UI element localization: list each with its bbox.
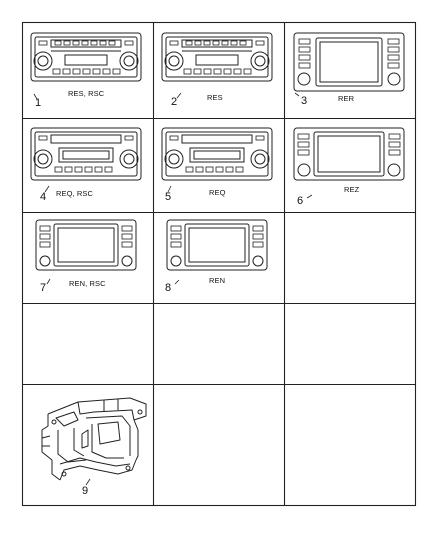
mounting-bracket-illustration — [41, 397, 147, 481]
cell-6: 6 REZ — [284, 118, 415, 212]
callout-number: 3 — [301, 95, 308, 107]
radio-req-illustration — [161, 127, 273, 181]
leader-line — [33, 93, 38, 100]
leader-line — [85, 478, 91, 486]
cell-8: 8 REN — [153, 212, 284, 303]
leader-line — [174, 279, 180, 285]
callout-number: 1 — [35, 97, 42, 109]
radio-touchscreen-illustration — [166, 219, 268, 271]
radio-touchscreen-illustration — [293, 32, 405, 92]
cell-9: 9 — [22, 384, 153, 505]
sales-code-label: RES — [207, 93, 223, 102]
radio-touchscreen-illustration — [293, 127, 405, 181]
leader-line — [176, 92, 182, 99]
sales-code-label: REZ — [344, 185, 360, 194]
sales-code-label: REQ, RSC — [56, 189, 94, 198]
sales-code-label: REN — [209, 276, 226, 285]
radio-res-illustration — [161, 32, 273, 82]
callout-number: 6 — [297, 195, 304, 207]
cell-2: 2 RES — [153, 22, 284, 118]
callout-number: 5 — [165, 191, 172, 203]
callout-number: 9 — [82, 485, 89, 497]
cell-4: 4 REQ, RSC — [22, 118, 153, 212]
leader-line — [167, 185, 172, 193]
cell-5: 5 REQ — [153, 118, 284, 212]
sales-code-label: REQ — [209, 188, 226, 197]
leader-line — [44, 185, 50, 193]
leader-line — [294, 92, 300, 97]
sales-code-label: REN, RSC — [69, 279, 106, 288]
cell-1: 1 RES, RSC — [22, 22, 153, 118]
callout-number: 7 — [40, 282, 47, 294]
sales-code-label: RES, RSC — [68, 89, 105, 98]
radio-res-illustration — [30, 32, 142, 82]
cell-3: 3 RER — [284, 22, 415, 118]
callout-number: 8 — [165, 282, 172, 294]
callout-number: 4 — [40, 191, 47, 203]
sales-code-label: RER — [338, 94, 355, 103]
radio-req-illustration — [30, 127, 142, 181]
leader-line — [306, 194, 313, 199]
cell-7: 7 REN, RSC — [22, 212, 153, 303]
callout-number: 2 — [171, 96, 178, 108]
leader-line — [46, 278, 51, 285]
radio-touchscreen-illustration — [35, 219, 137, 271]
